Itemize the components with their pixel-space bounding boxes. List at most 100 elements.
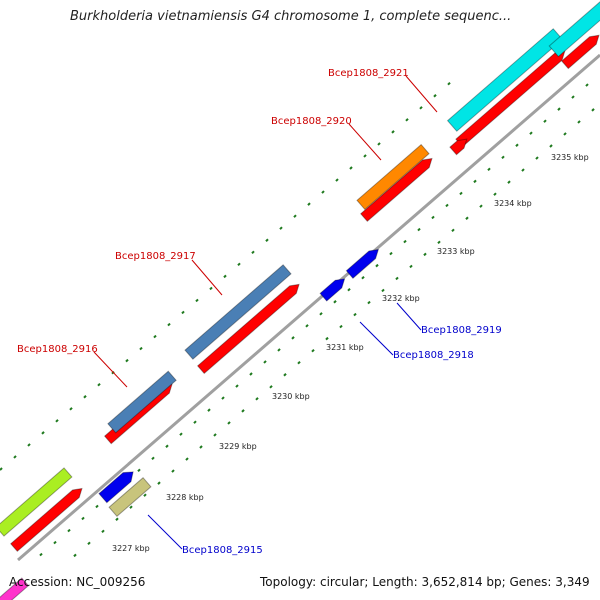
- tick-mark: [571, 95, 575, 99]
- tick-mark: [445, 203, 449, 208]
- tick-mark: [255, 397, 259, 401]
- tick-mark: [479, 204, 483, 208]
- cds-arrow[interactable]: [196, 283, 300, 375]
- tick-mark: [237, 262, 241, 267]
- tick-mark: [493, 192, 497, 196]
- tick-mark: [405, 118, 409, 122]
- tick-mark: [157, 481, 161, 485]
- tick-mark: [501, 155, 505, 159]
- gene-arrow[interactable]: [345, 248, 380, 279]
- tick-mark: [181, 310, 185, 315]
- tick-mark: [193, 420, 197, 424]
- gene-label[interactable]: Bcep1808_2918: [393, 350, 474, 361]
- tick-mark: [269, 385, 273, 389]
- chromosome-backbone: [17, 53, 600, 562]
- gene-box[interactable]: [107, 370, 177, 434]
- tick-mark: [95, 504, 99, 509]
- tick-mark: [353, 312, 357, 317]
- gene-box[interactable]: [446, 28, 564, 132]
- gene-box[interactable]: [356, 143, 430, 211]
- tick-mark: [143, 493, 147, 497]
- tick-mark: [185, 457, 189, 461]
- gene-label[interactable]: Bcep1808_2920: [271, 116, 352, 127]
- cds-arrow[interactable]: [360, 157, 433, 223]
- tick-mark: [389, 251, 393, 256]
- tick-mark: [437, 240, 441, 245]
- kbp-label: 3232 kbp: [382, 294, 420, 303]
- tick-mark: [333, 300, 337, 304]
- tick-mark: [543, 119, 547, 123]
- tick-mark: [223, 274, 227, 279]
- tick-mark: [153, 334, 157, 339]
- tick-mark: [115, 517, 119, 521]
- tick-mark: [381, 288, 385, 293]
- tick-mark: [535, 156, 539, 160]
- tick-mark: [515, 143, 519, 147]
- cds-arrow[interactable]: [449, 138, 468, 156]
- tick-mark: [335, 178, 339, 182]
- tick-mark: [433, 94, 437, 98]
- gene-label-leader: [396, 302, 422, 331]
- tick-mark: [557, 107, 561, 111]
- tick-mark: [363, 154, 367, 158]
- gene-label-leader: [359, 321, 394, 356]
- tick-mark: [69, 407, 73, 411]
- tick-mark: [265, 238, 269, 242]
- tick-mark: [319, 312, 323, 316]
- tick-mark: [129, 505, 133, 509]
- gene-label[interactable]: Bcep1808_2916: [17, 344, 98, 355]
- cds-arrow[interactable]: [561, 34, 600, 70]
- tick-mark: [213, 433, 217, 437]
- gene-box[interactable]: [548, 0, 600, 58]
- tick-mark: [199, 445, 203, 449]
- gene-box[interactable]: [0, 467, 73, 537]
- tick-mark: [591, 108, 595, 112]
- tick-mark: [165, 444, 169, 448]
- gene-label-leader: [405, 75, 438, 113]
- gene-label[interactable]: Bcep1808_2917: [115, 251, 196, 262]
- tick-mark: [431, 215, 435, 220]
- gene-label-leader: [93, 351, 128, 388]
- tick-mark: [41, 431, 45, 435]
- gene-box[interactable]: [108, 477, 152, 517]
- kbp-label: 3228 kbp: [166, 493, 204, 502]
- tick-mark: [377, 142, 381, 146]
- tick-mark: [179, 432, 183, 436]
- tick-mark: [585, 83, 589, 87]
- tick-mark: [367, 300, 371, 305]
- tick-mark: [307, 202, 311, 206]
- tick-mark: [151, 456, 155, 460]
- gene-label[interactable]: Bcep1808_2919: [421, 325, 502, 336]
- gene-label[interactable]: Bcep1808_2915: [182, 545, 263, 556]
- tick-mark: [459, 191, 463, 196]
- tick-mark: [67, 528, 71, 533]
- tick-mark: [291, 336, 295, 340]
- tick-mark: [263, 360, 267, 364]
- tick-mark: [283, 373, 287, 377]
- kbp-label: 3234 kbp: [494, 199, 532, 208]
- tick-mark: [53, 540, 57, 545]
- tick-mark: [403, 239, 407, 244]
- cds-arrow[interactable]: [10, 487, 83, 553]
- kbp-label: 3233 kbp: [437, 247, 475, 256]
- tick-mark: [73, 553, 77, 558]
- gene-box[interactable]: [0, 577, 30, 600]
- tick-mark: [325, 336, 329, 341]
- tick-mark: [451, 228, 455, 232]
- tick-mark: [125, 358, 129, 363]
- tick-mark: [81, 516, 85, 521]
- gene-label-leader: [191, 259, 223, 296]
- gene-arrow[interactable]: [319, 278, 346, 302]
- gene-label-leader: [147, 514, 183, 550]
- gene-label[interactable]: Bcep1808_2921: [328, 68, 409, 79]
- gene-arrow[interactable]: [98, 471, 134, 504]
- tick-mark: [221, 396, 225, 400]
- kbp-label: 3231 kbp: [326, 343, 364, 352]
- tick-mark: [339, 324, 343, 329]
- kbp-label: 3229 kbp: [219, 442, 257, 451]
- tick-mark: [137, 468, 141, 473]
- tick-mark: [55, 419, 59, 423]
- tick-mark: [529, 131, 533, 135]
- gene-box[interactable]: [184, 264, 292, 360]
